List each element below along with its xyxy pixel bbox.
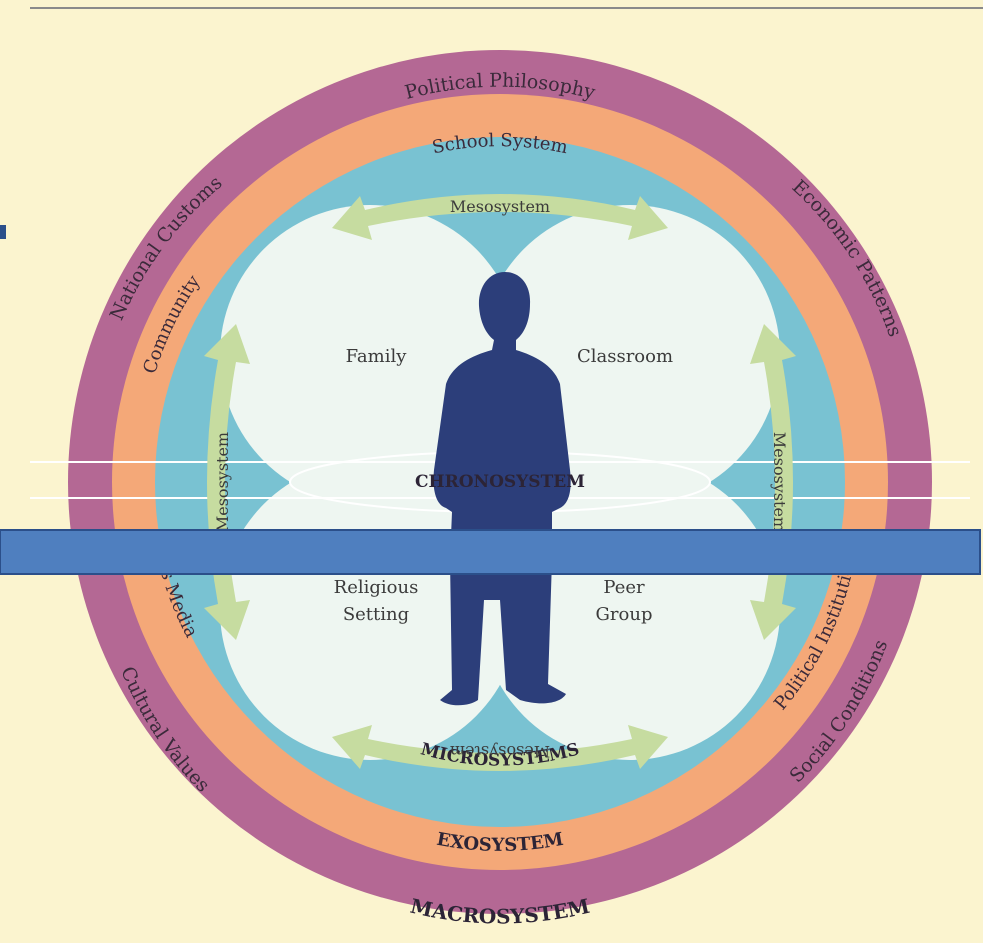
setting-peer-label: Peer (603, 577, 645, 598)
mesosystem-arrow-top (332, 194, 668, 240)
mesosystem-label-right: Mesosystem (770, 432, 789, 532)
setting-peer-label-2: Group (596, 604, 653, 625)
setting-religious-label-2: Setting (343, 604, 409, 625)
setting-family-label: Family (346, 346, 408, 367)
mesosystem-arrow-bottom (332, 725, 668, 771)
mesosystem-label-left: Mesosystem (213, 432, 232, 532)
left-marker-tab (0, 225, 6, 239)
setting-religious-label: Religious (334, 577, 419, 598)
setting-classroom-label: Classroom (577, 346, 673, 367)
person-silhouette-icon (433, 272, 571, 706)
chronosystem-label: CHRONOSYSTEM (415, 472, 585, 492)
overlay-bar (0, 529, 981, 575)
mesosystem-label-top: Mesosystem (450, 197, 550, 216)
mesosystem-label-bottom: Mesosystem (450, 742, 550, 761)
